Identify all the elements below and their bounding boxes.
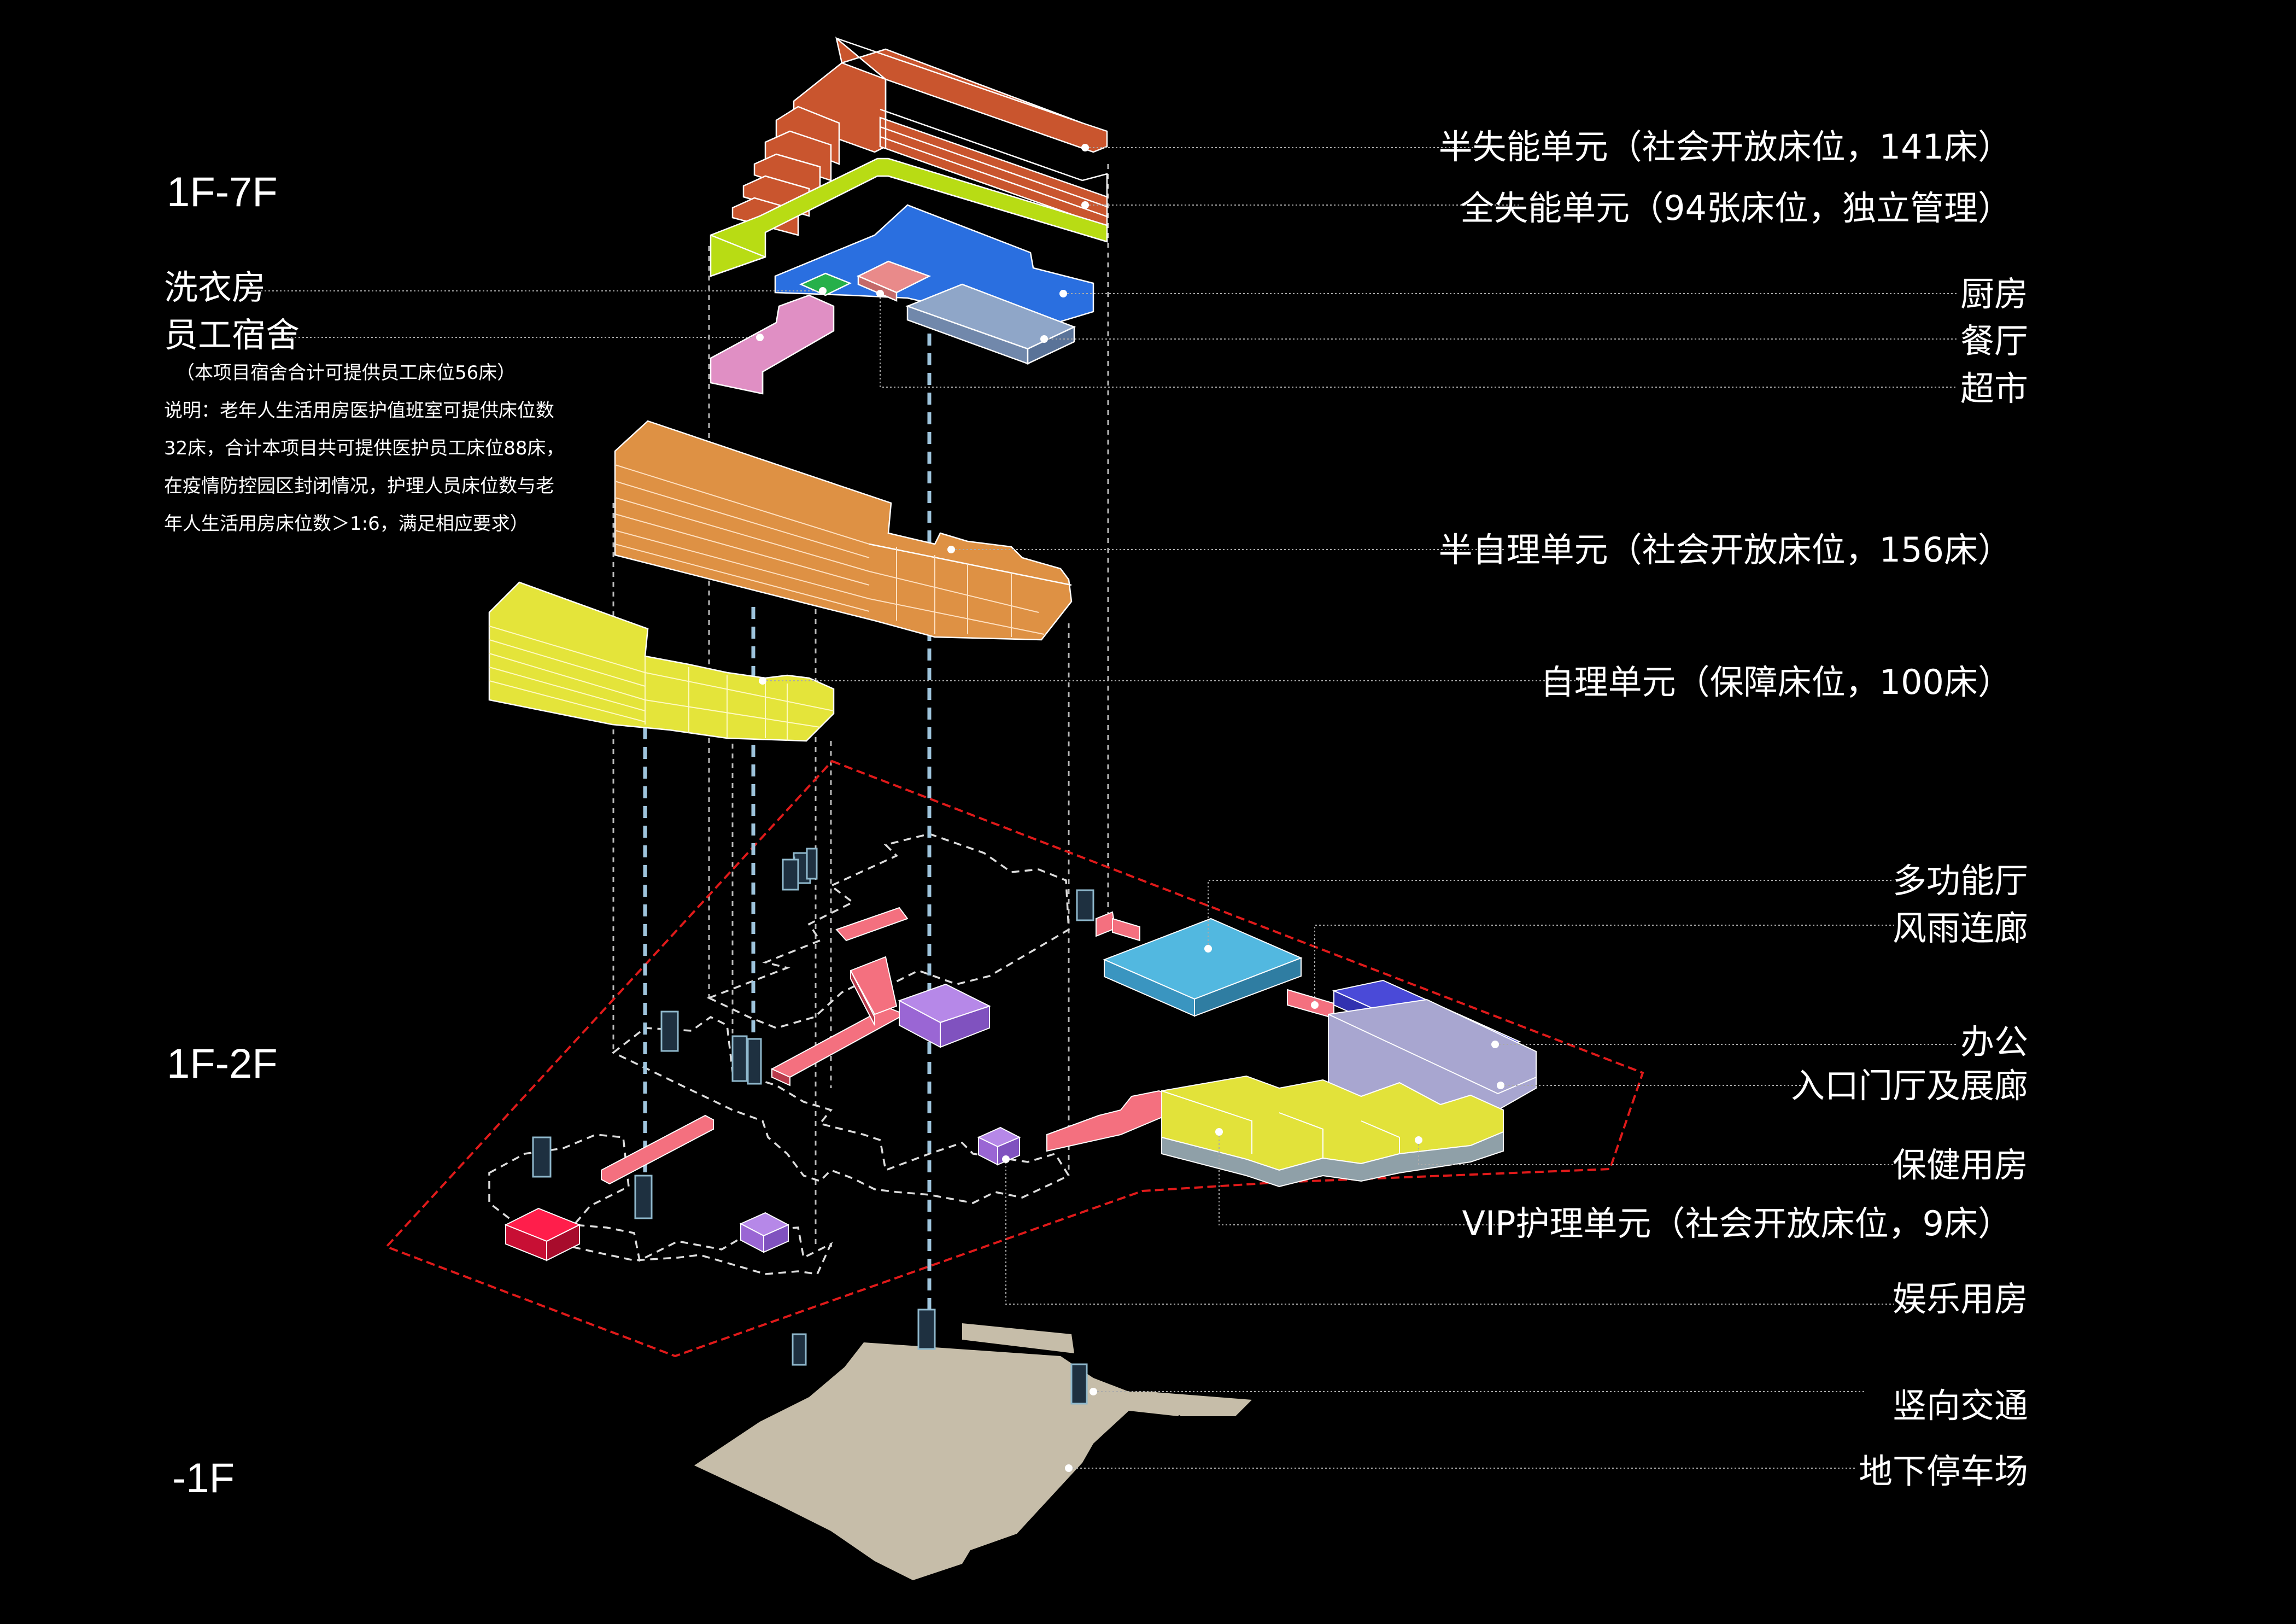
entrance-hall-label: 入口门厅及展廊: [1790, 1066, 2028, 1106]
dorm-note-line-5: 年人生活用房床位数＞1:6，满足相应要求）: [164, 513, 529, 535]
elevator-shafts: [643, 334, 932, 1310]
floor-label-middle: 1F-2F: [167, 1041, 278, 1087]
dorm-note: （本项目宿舍合计可提供员工床位56床） 说明：老年人生活用房医护值班室可提供床位…: [164, 354, 565, 543]
lower-buildings: [504, 907, 1537, 1261]
dorm-note-line-2: 说明：老年人生活用房医护值班室可提供床位数: [164, 400, 554, 422]
floor-label-upper: 1F-7F: [167, 169, 278, 215]
semi-self-care-label: 半自理单元（社会开放床位，156床）: [1438, 530, 2012, 570]
multi-hall-label: 多功能厅: [1892, 861, 2028, 901]
fully-disabled-label: 全失能单元（94张床位，独立管理）: [1460, 188, 2012, 228]
staff-dorm-label: 员工宿舍: [164, 315, 300, 355]
recreation-label: 娱乐用房: [1892, 1279, 2028, 1319]
dorm-note-line-1: （本项目宿舍合计可提供员工床位56床）: [176, 362, 516, 384]
parking-label: 地下停车场: [1858, 1451, 2028, 1491]
office-label: 办公: [1960, 1022, 2028, 1062]
supermarket-label: 超市: [1960, 369, 2028, 408]
floor-label-basement: -1F: [172, 1455, 235, 1502]
dorm-note-line-4: 在疫情防控园区封闭情况，护理人员床位数与老: [164, 475, 554, 497]
vip-unit-label: VIP护理单元（社会开放床位，9床）: [1462, 1204, 2012, 1243]
leader-lines: [257, 147, 1957, 1469]
dorm-note-line-3: 32床，合计本项目共可提供医护员工床位88床，: [164, 437, 565, 459]
laundry-label: 洗衣房: [164, 267, 266, 307]
site-boundary: [384, 760, 1644, 1358]
dining-label: 餐厅: [1960, 321, 2028, 361]
elevator-cores: [532, 848, 1094, 1405]
self-care-block: [488, 581, 835, 742]
semi-disabled-label: 半失能单元（社会开放床位，141床）: [1438, 127, 2012, 167]
health-room-label: 保健用房: [1892, 1145, 2028, 1185]
vertical-traffic-label: 竖向交通: [1892, 1386, 2028, 1426]
self-care-label: 自理单元（保障床位，100床）: [1540, 662, 2012, 702]
leader-dots: [756, 144, 1504, 1472]
covered-corridor-label: 风雨连廊: [1892, 908, 2028, 948]
parking-floor: [694, 1323, 1252, 1580]
footprint-outlines: [488, 833, 1070, 1275]
upper-tower: [710, 36, 1108, 395]
kitchen-label: 厨房: [1960, 274, 2028, 314]
semi-self-care-block: [614, 420, 1073, 641]
